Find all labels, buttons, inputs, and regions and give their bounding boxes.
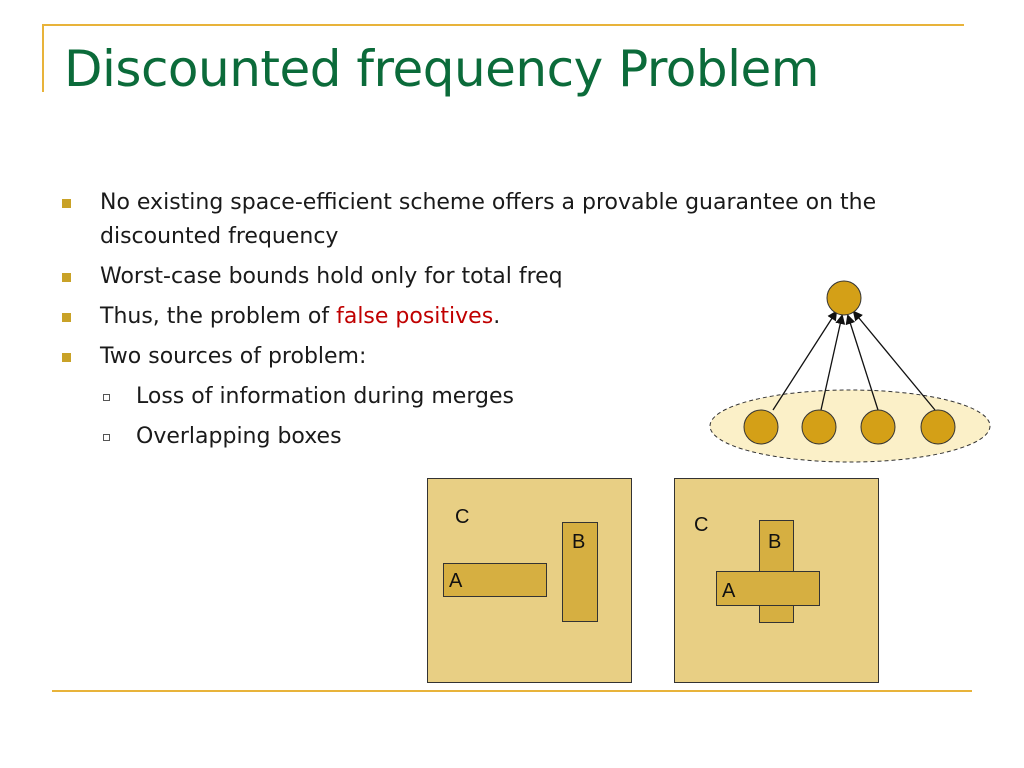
left-label-b: B xyxy=(572,531,586,553)
right-box-a xyxy=(716,571,820,606)
slide-title: Discounted frequency Problem xyxy=(64,40,820,98)
merge-arrow xyxy=(772,310,838,411)
left-label-a: A xyxy=(449,570,463,592)
bullet-text-prefix: Thus, the problem of xyxy=(100,304,337,329)
bullet-text: No existing space-efficient scheme offer… xyxy=(100,190,877,249)
title-top-rule xyxy=(42,24,964,26)
child-node xyxy=(801,409,837,445)
child-node xyxy=(743,409,779,445)
left-box-b xyxy=(562,522,598,622)
sub-bullet-text: Overlapping boxes xyxy=(136,424,342,449)
right-label-b: B xyxy=(768,531,782,553)
parent-node xyxy=(826,280,862,316)
bullet-item: Two sources of problem: xyxy=(62,340,982,374)
sub-bullet-item: Loss of information during merges xyxy=(62,380,982,414)
right-label-a: A xyxy=(722,580,736,602)
bullet-item: Worst-case bounds hold only for total fr… xyxy=(62,260,982,294)
sub-bullet-text: Loss of information during merges xyxy=(136,384,514,409)
bullet-item: No existing space-efficient scheme offer… xyxy=(62,186,982,254)
bullet-text-suffix: . xyxy=(493,304,501,329)
footer-rule xyxy=(52,690,972,692)
false-positives-highlight: false positives xyxy=(336,304,494,329)
bullet-item: Thus, the problem of false positives. xyxy=(62,300,982,334)
bullet-list: No existing space-efficient scheme offer… xyxy=(62,186,982,460)
title-left-rule xyxy=(42,24,44,92)
right-label-c: C xyxy=(694,514,709,536)
merge-arrow xyxy=(852,310,936,411)
child-node xyxy=(920,409,956,445)
bullet-text: Worst-case bounds hold only for total fr… xyxy=(100,264,563,289)
merge-arrow xyxy=(820,314,846,411)
left-box-a xyxy=(443,563,547,597)
bullet-text: Two sources of problem: xyxy=(100,344,367,369)
child-node xyxy=(860,409,896,445)
left-label-c: C xyxy=(455,506,470,528)
child-group-ellipse xyxy=(709,389,991,463)
merge-arrow xyxy=(845,314,879,411)
sub-bullet-item: Overlapping boxes xyxy=(62,420,982,454)
